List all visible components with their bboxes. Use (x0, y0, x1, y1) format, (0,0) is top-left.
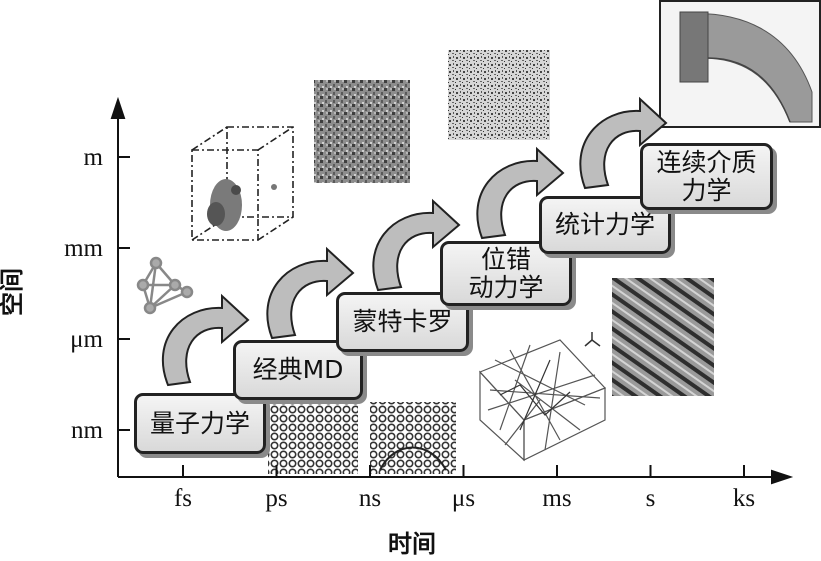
transition-arrows (161, 96, 668, 387)
stage-label-line: 连续介质 (656, 147, 757, 177)
stage-classical-md: 经典MD (233, 340, 363, 400)
stage-label-line: 蒙特卡罗 (352, 307, 453, 336)
x-tick-label: fs (174, 485, 192, 512)
dislocation-lattice-image (370, 402, 456, 474)
atom-cluster-image (136, 256, 194, 315)
x-tick-label: μs (452, 485, 475, 512)
stage-label-line: 经典MD (252, 355, 344, 384)
arrow-4-icon (476, 146, 565, 240)
y-axis-title: 空间 (0, 268, 26, 316)
x-tick-label: ps (265, 485, 287, 512)
y-axis (110, 96, 126, 477)
stage-label-line: 量子力学 (149, 408, 250, 438)
dislocation-network-image (478, 339, 607, 462)
x-tick-marks: fs ps ns μs ms s ks (174, 465, 755, 512)
x-tick-label: ms (542, 485, 571, 512)
molecular-box-image (191, 126, 294, 241)
y-tick-label: nm (71, 417, 104, 444)
crystal-lattice-image (268, 402, 358, 474)
stage-label-line: 力学 (681, 175, 732, 205)
arrow-5-icon (579, 96, 668, 190)
x-tick-label: ks (733, 485, 755, 512)
stage-label-line: 位错 (480, 244, 531, 274)
arrow-3-icon (372, 198, 461, 292)
y-tick-label: m (84, 144, 104, 171)
y-tick-label: mm (64, 235, 103, 262)
arrow-1-icon (161, 293, 250, 387)
stage-continuum-mechanics: 连续介质 力学 (640, 143, 773, 210)
speckle-texture-image (448, 50, 550, 140)
axis-triad-icon (584, 332, 601, 347)
arrow-2-icon (266, 246, 355, 340)
x-tick-label: s (646, 485, 656, 512)
x-axis-title: 时间 (388, 530, 436, 558)
stage-label-line: 动力学 (468, 272, 544, 302)
stage-quantum-mechanics: 量子力学 (134, 393, 266, 454)
x-axis (118, 469, 794, 485)
y-tick-label: μm (70, 326, 103, 353)
stage-label-line: 统计力学 (554, 210, 655, 239)
molecule-blob-image (207, 179, 277, 231)
continuum-mesh-image (659, 0, 821, 128)
x-tick-label: ns (359, 485, 381, 512)
fiber-micrograph-image (612, 278, 714, 396)
grain-structure-image (314, 80, 410, 183)
